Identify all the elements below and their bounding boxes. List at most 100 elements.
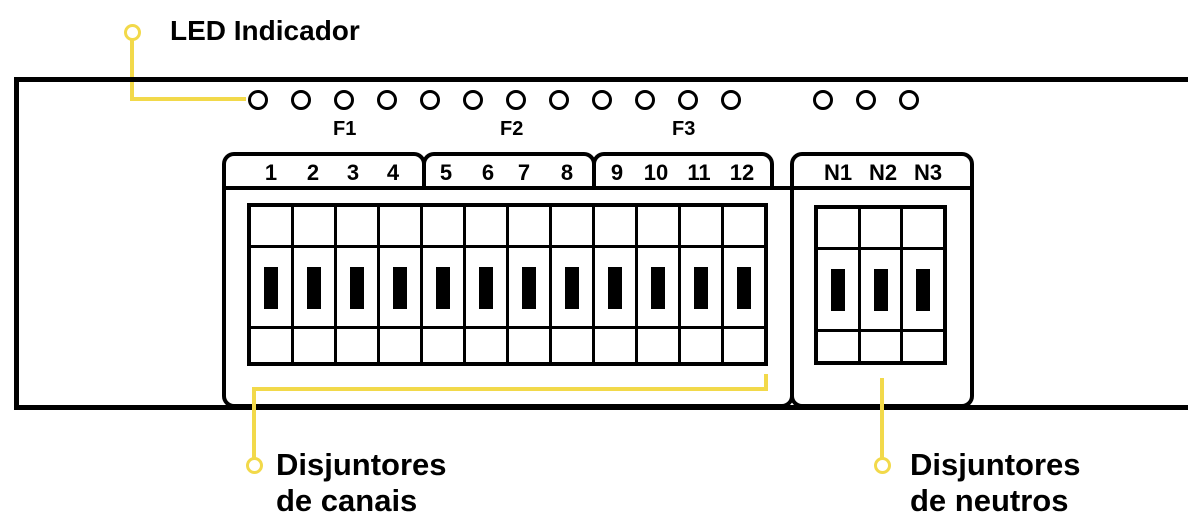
channel-callout-bracket bbox=[252, 387, 768, 391]
breaker-divider bbox=[251, 326, 291, 329]
neutral-breaker-n1[interactable] bbox=[818, 209, 861, 361]
led-channel-9 bbox=[592, 90, 612, 110]
led-channel-12 bbox=[721, 90, 741, 110]
breaker-divider bbox=[466, 326, 506, 329]
channel-breaker-2[interactable] bbox=[294, 207, 337, 362]
breaker-toggle[interactable] bbox=[694, 267, 708, 309]
channel-number-2: 2 bbox=[306, 160, 320, 185]
tab-f2 bbox=[422, 152, 596, 190]
phase-label-f3: F3 bbox=[672, 118, 696, 140]
breaker-toggle[interactable] bbox=[873, 269, 888, 311]
neutral-breakers-label-line2: de neutros bbox=[910, 483, 1069, 518]
neutral-breaker-n2[interactable] bbox=[860, 209, 904, 361]
channel-breaker-block bbox=[247, 203, 768, 366]
phase-label-f1: F1 bbox=[333, 118, 357, 140]
channel-breakers-label-line2: de canais bbox=[276, 483, 418, 518]
breaker-toggle[interactable] bbox=[436, 267, 450, 309]
channel-breaker-7[interactable] bbox=[509, 207, 552, 362]
led-channel-4 bbox=[377, 90, 397, 110]
led-channel-5 bbox=[420, 90, 440, 110]
channel-breaker-6[interactable] bbox=[466, 207, 509, 362]
channel-number-9: 9 bbox=[610, 160, 624, 185]
channel-number-12: 12 bbox=[729, 160, 755, 185]
breaker-toggle[interactable] bbox=[737, 267, 751, 309]
tab-f1 bbox=[222, 152, 426, 190]
channel-number-11: 11 bbox=[687, 160, 711, 185]
breaker-divider bbox=[818, 329, 858, 332]
breaker-divider bbox=[337, 245, 377, 248]
breaker-divider bbox=[294, 245, 334, 248]
led-neutral-2 bbox=[856, 90, 876, 110]
led-channel-2 bbox=[291, 90, 311, 110]
led-channel-3 bbox=[334, 90, 354, 110]
channel-callout-bracket-right bbox=[764, 374, 768, 391]
led-channel-1 bbox=[248, 90, 268, 110]
breaker-toggle[interactable] bbox=[608, 267, 622, 309]
channel-number-4: 4 bbox=[386, 160, 400, 185]
breaker-toggle[interactable] bbox=[264, 267, 278, 309]
breaker-toggle[interactable] bbox=[307, 267, 321, 309]
breaker-divider bbox=[294, 326, 334, 329]
channel-breaker-1[interactable] bbox=[251, 207, 294, 362]
breaker-divider bbox=[423, 245, 463, 248]
neutral-label-n1: N1 bbox=[823, 160, 853, 185]
breaker-divider bbox=[595, 245, 635, 248]
breaker-divider bbox=[380, 245, 420, 248]
phase-label-f2: F2 bbox=[500, 118, 524, 140]
breaker-toggle[interactable] bbox=[651, 267, 665, 309]
breaker-divider bbox=[552, 245, 592, 248]
breaker-toggle[interactable] bbox=[479, 267, 493, 309]
channel-number-6: 6 bbox=[481, 160, 495, 185]
neutral-breaker-block bbox=[814, 205, 947, 365]
channel-number-7: 7 bbox=[517, 160, 531, 185]
channel-breaker-10[interactable] bbox=[638, 207, 681, 362]
breaker-toggle[interactable] bbox=[830, 269, 845, 311]
channel-breaker-4[interactable] bbox=[380, 207, 423, 362]
breaker-divider bbox=[380, 326, 420, 329]
breaker-divider bbox=[509, 245, 549, 248]
breaker-divider bbox=[818, 247, 858, 250]
breaker-divider bbox=[724, 326, 764, 329]
led-channel-8 bbox=[549, 90, 569, 110]
breaker-divider bbox=[638, 326, 678, 329]
breaker-divider bbox=[860, 247, 901, 250]
breaker-divider bbox=[724, 245, 764, 248]
channel-breaker-12[interactable] bbox=[724, 207, 764, 362]
breaker-toggle[interactable] bbox=[916, 269, 931, 311]
breaker-divider bbox=[681, 326, 721, 329]
channel-breakers-label-line1: Disjuntores bbox=[276, 447, 447, 482]
breaker-toggle[interactable] bbox=[522, 267, 536, 309]
channel-breaker-5[interactable] bbox=[423, 207, 466, 362]
channel-breaker-11[interactable] bbox=[681, 207, 724, 362]
channel-callout-marker bbox=[246, 457, 263, 474]
breaker-toggle[interactable] bbox=[565, 267, 579, 309]
led-callout-marker bbox=[124, 24, 141, 41]
breaker-toggle[interactable] bbox=[393, 267, 407, 309]
breaker-divider bbox=[337, 326, 377, 329]
breaker-divider bbox=[860, 329, 901, 332]
led-neutral-1 bbox=[813, 90, 833, 110]
breaker-divider bbox=[903, 247, 944, 250]
channel-breaker-8[interactable] bbox=[552, 207, 595, 362]
breaker-divider bbox=[681, 245, 721, 248]
channel-callout-line bbox=[252, 387, 256, 459]
channel-number-3: 3 bbox=[346, 160, 360, 185]
breaker-toggle[interactable] bbox=[350, 267, 364, 309]
breaker-divider bbox=[466, 245, 506, 248]
neutral-callout-marker bbox=[874, 457, 891, 474]
breaker-divider bbox=[509, 326, 549, 329]
led-callout-line-horizontal bbox=[130, 97, 246, 101]
led-neutral-3 bbox=[899, 90, 919, 110]
led-indicator-label: LED Indicador bbox=[170, 15, 360, 46]
breaker-divider bbox=[552, 326, 592, 329]
breaker-divider bbox=[638, 245, 678, 248]
channel-breaker-9[interactable] bbox=[595, 207, 638, 362]
breaker-divider bbox=[903, 329, 944, 332]
led-channel-11 bbox=[678, 90, 698, 110]
tab-f3 bbox=[592, 152, 774, 190]
led-channel-7 bbox=[506, 90, 526, 110]
channel-breaker-3[interactable] bbox=[337, 207, 380, 362]
neutral-breaker-n3[interactable] bbox=[903, 209, 944, 361]
led-channel-10 bbox=[635, 90, 655, 110]
led-channel-6 bbox=[463, 90, 483, 110]
